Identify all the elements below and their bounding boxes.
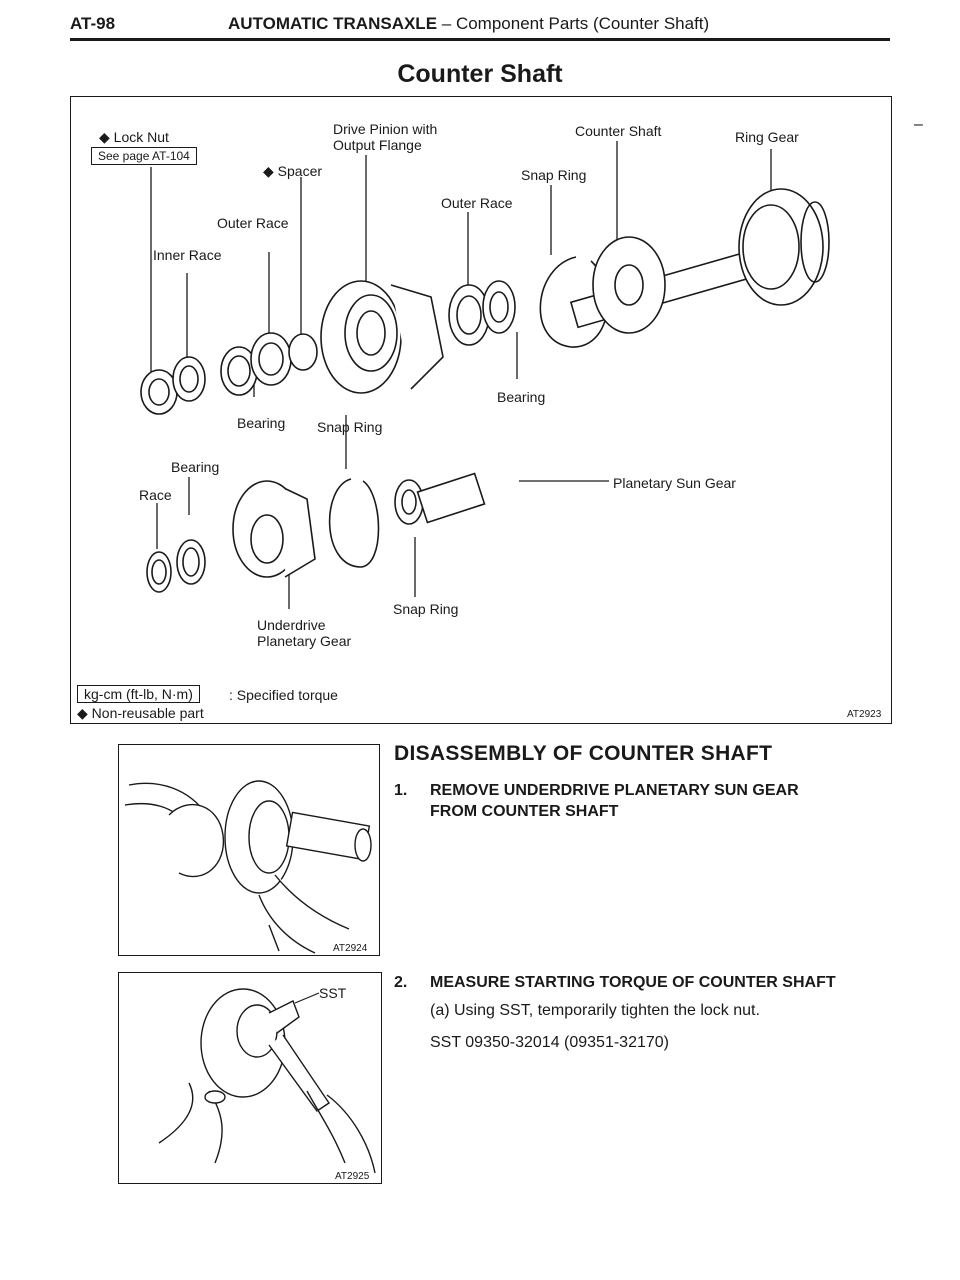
label-drive-pinion: Drive Pinion with (333, 121, 438, 137)
label-snap-ring-top: Snap Ring (521, 167, 587, 183)
illustration-measure-torque (158, 988, 376, 1174)
figure-code: AT2923 (847, 709, 882, 720)
label-snap-ring-mid: Snap Ring (317, 419, 383, 435)
photo-remove-sun-gear: AT2924 (118, 744, 380, 956)
page-number: AT-98 (70, 14, 116, 33)
label-race: Race (139, 487, 172, 503)
label-bearing-mid: Bearing (497, 389, 546, 405)
legend-torque-text: : Specified torque (229, 687, 338, 703)
nonreusable-marker: ◆ (99, 129, 114, 145)
label-underdrive: Underdrive (257, 617, 326, 633)
label-counter-shaft: Counter Shaft (575, 123, 662, 139)
label-outer-race-left: Outer Race (217, 215, 289, 231)
header-rule (70, 38, 890, 41)
step-1: 1. REMOVE UNDERDRIVE PLANETARY SUN GEAR … (394, 780, 799, 822)
nonreusable-marker: ◆ (263, 163, 278, 179)
label-bearing-left: Bearing (237, 415, 286, 431)
legend-torque-unit: kg-cm (ft-lb, N·m) (77, 685, 200, 703)
label-ring-gear: Ring Gear (735, 129, 799, 145)
photo1-code: AT2924 (333, 943, 368, 954)
margin-dash: – (914, 116, 923, 133)
label-inner-race: Inner Race (153, 247, 222, 263)
header-title: AUTOMATIC TRANSAXLE – Component Parts (C… (228, 14, 709, 34)
parts-lower-row (146, 472, 486, 593)
photo2-sst-label: SST (319, 985, 347, 1001)
label-output-flange: Output Flange (333, 137, 422, 153)
label-planetary-sun-gear: Planetary Sun Gear (613, 475, 736, 491)
label-planetary-gear: Planetary Gear (257, 633, 352, 649)
exploded-view-figure: ◆ Lock Nut See page AT-104 Drive Pinion … (70, 96, 892, 724)
photo2-code: AT2925 (335, 1171, 370, 1182)
illustration-remove-sun-gear (124, 780, 372, 954)
page-title: Counter Shaft (397, 60, 563, 88)
step-2-sst: SST 09350-32014 (09351-32170) (430, 1034, 669, 1051)
step-1-number: 1. (394, 782, 408, 799)
step-2-line1: MEASURE STARTING TORQUE OF COUNTER SHAFT (430, 974, 836, 991)
header-title-main: AUTOMATIC TRANSAXLE (228, 14, 438, 33)
label-snap-ring-lower: Snap Ring (393, 601, 459, 617)
header-title-sub: – Component Parts (Counter Shaft) (441, 14, 710, 33)
label-spacer: ◆ Spacer (263, 163, 323, 179)
step-2-number: 2. (394, 974, 408, 991)
legend-nonreusable-symbol: ◆ (77, 705, 88, 721)
section-title: DISASSEMBLY OF COUNTER SHAFT (394, 742, 773, 765)
photo-measure-torque: SST AT2925 (118, 972, 382, 1184)
step-2-sub-a: (a) Using SST, temporarily tighten the l… (430, 1002, 760, 1019)
step-1-line1: REMOVE UNDERDRIVE PLANETARY SUN GEAR (430, 782, 799, 799)
label-outer-race-mid: Outer Race (441, 195, 513, 211)
legend-nonreusable: ◆ Non-reusable part (77, 705, 204, 721)
label-bearing-lower: Bearing (171, 459, 220, 475)
exploded-diagram (140, 141, 830, 609)
step-1-line2: FROM COUNTER SHAFT (430, 803, 619, 820)
legend-nonreusable-text: Non-reusable part (91, 705, 204, 721)
label-lock-nut: ◆ Lock Nut (99, 129, 169, 145)
parts-upper-row (140, 188, 830, 415)
label-see-page: See page AT-104 (91, 147, 197, 165)
step-2: 2. MEASURE STARTING TORQUE OF COUNTER SH… (394, 972, 836, 993)
